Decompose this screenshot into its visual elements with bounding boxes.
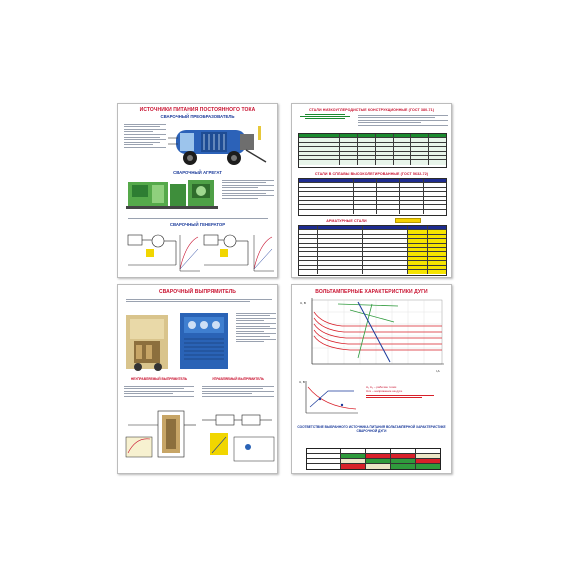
uncontrolled-description xyxy=(124,384,194,406)
poster-arc-vac-characteristics[interactable]: ВОЛЬТАМПЕРНЫЕ ХАРАКТЕРИСТИКИ ДУГИ U, В xyxy=(291,284,452,474)
poster-dc-power-sources[interactable]: ИСТОЧНИКИ ПИТАНИЯ ПОСТОЯННОГО ТОКА СВАРО… xyxy=(117,103,278,278)
poster-welding-rectifier[interactable]: СВАРОЧНЫЙ ВЫПРЯМИТЕЛЬ НЕУПРАВЛЯЕМЫЙ ВЫПР… xyxy=(117,284,278,474)
section-title-rebar: АРМАТУРНЫЕ СТАЛИ xyxy=(326,219,367,223)
rectifier-components-list xyxy=(236,311,276,371)
section-title-aggregate: СВАРОЧНЫЙ АГРЕГАТ xyxy=(173,170,222,175)
legend-line-1: А₁ А₂ – рабочие точки xyxy=(366,385,397,389)
rebar-steel-table xyxy=(298,225,447,276)
graph-axis-u-label: U, В xyxy=(300,301,306,305)
graph-axis-i-label: I,А xyxy=(436,369,440,373)
section-title-converter: СВАРОЧНЫЙ ПРЕОБРАЗОВАТЕЛЬ xyxy=(160,114,235,119)
working-points-graph: U, B xyxy=(299,380,358,414)
generator-caption xyxy=(128,216,268,222)
rectifier-units-illustration xyxy=(126,313,228,371)
aggregate-description xyxy=(222,178,274,210)
poster-title: ИСТОЧНИКИ ПИТАНИЯ ПОСТОЯННОГО ТОКА xyxy=(139,107,256,113)
poster-title: СВАРОЧНЫЙ ВЫПРЯМИТЕЛЬ xyxy=(159,289,236,295)
section-title-source-match: СООТВЕТСТВИЕ ВЫБРАННОГО ИСТОЧНИКА ПИТАНИ… xyxy=(297,425,446,433)
poster-steel-grades[interactable]: СТАЛИ НИЗКОУГЛЕРОДИСТЫЕ КОНСТРУКЦИОННЫЕ … xyxy=(291,103,452,278)
poster-title: ВОЛЬТАМПЕРНЫЕ ХАРАКТЕРИСТИКИ ДУГИ xyxy=(315,289,428,295)
legend-line-2: Uхх – напряжение на дуге xyxy=(366,389,403,393)
rebar-highlight-badge xyxy=(395,218,421,223)
rectifier-intro xyxy=(126,297,272,307)
section-title-high-alloy: СТАЛИ В СПЛАВЫ ВЫСОКОЛЕГИРОВАННЫЕ (ГОСТ … xyxy=(314,172,429,176)
section-title-uncontrolled: НЕУПРАВЛЯЕМЫЙ ВЫПРЯМИТЕЛЬ xyxy=(130,377,188,381)
low-carbon-steel-table xyxy=(298,133,447,168)
welding-aggregate-illustration xyxy=(126,180,218,209)
welding-converter-illustration xyxy=(168,126,267,165)
graph-legend: А₁ А₂ – рабочие точки Uхх – напряжение н… xyxy=(366,385,446,409)
low-carbon-description xyxy=(358,113,448,131)
source-match-color-table xyxy=(306,448,441,470)
rectifier-circuit-diagrams xyxy=(125,410,275,462)
generator-circuit-diagram xyxy=(127,234,274,272)
small-graph-axis-u-label: U, B xyxy=(299,380,305,384)
poster-title-low-carbon: СТАЛИ НИЗКОУГЛЕРОДИСТЫЕ КОНСТРУКЦИОННЫЕ … xyxy=(308,108,435,112)
section-title-controlled: УПРАВЛЯЕМЫЙ ВЫПРЯМИТЕЛЬ xyxy=(212,377,264,381)
low-carbon-note xyxy=(296,113,354,120)
high-alloy-steel-table xyxy=(298,178,447,216)
arc-characteristics-graph: U, В I,А xyxy=(300,298,444,373)
section-title-generator: СВАРОЧНЫЙ ГЕНЕРАТОР xyxy=(169,222,226,227)
controlled-description xyxy=(202,384,274,406)
converter-description xyxy=(124,122,166,158)
